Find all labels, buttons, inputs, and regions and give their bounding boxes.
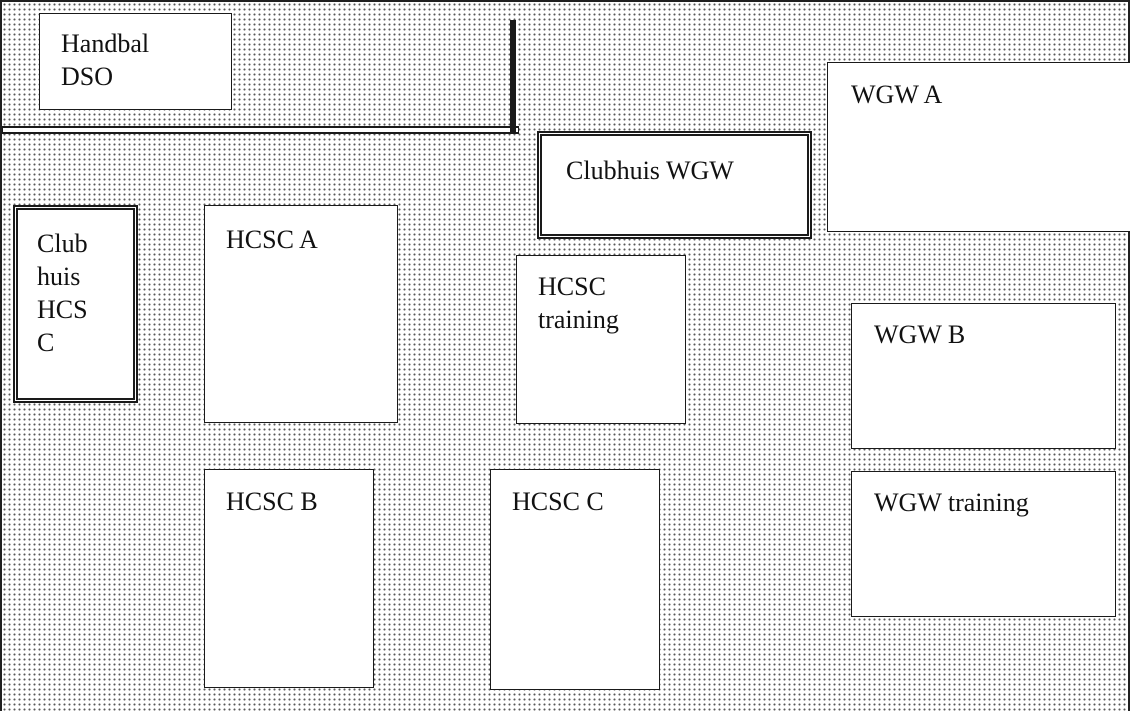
hcsc-training-field: HCSC training: [516, 255, 686, 424]
hcsc-a-label: HCSC A: [226, 225, 318, 254]
handbal-dso-label: Handbal DSO: [61, 29, 150, 91]
wgw-a-field: WGW A: [827, 62, 1130, 232]
wgw-a-label: WGW A: [851, 80, 943, 109]
hcsc-a-field: HCSC A: [204, 205, 398, 423]
clubhuis-wgw-label: Clubhuis WGW: [566, 156, 734, 185]
wgw-b-label: WGW B: [874, 320, 966, 349]
hcsc-c-label: HCSC C: [512, 487, 604, 516]
hcsc-c-field: HCSC C: [490, 469, 660, 690]
wgw-training-label: WGW training: [874, 488, 1029, 517]
hcsc-b-field: HCSC B: [204, 469, 374, 688]
clubhuis-hcsc-label: Club huis HCS C: [37, 229, 88, 357]
clubhuis-wgw-area: Clubhuis WGW: [537, 131, 812, 239]
wgw-b-field: WGW B: [851, 303, 1116, 449]
wgw-training-field: WGW training: [851, 471, 1116, 617]
dso-enclosure-right-line: [510, 20, 516, 132]
hcsc-training-label: HCSC training: [538, 272, 619, 334]
hcsc-b-label: HCSC B: [226, 487, 318, 516]
dso-enclosure-bottom-line: [2, 126, 519, 134]
clubhuis-hcsc-area: Club huis HCS C: [13, 205, 138, 403]
handbal-dso-area: Handbal DSO: [39, 13, 232, 110]
